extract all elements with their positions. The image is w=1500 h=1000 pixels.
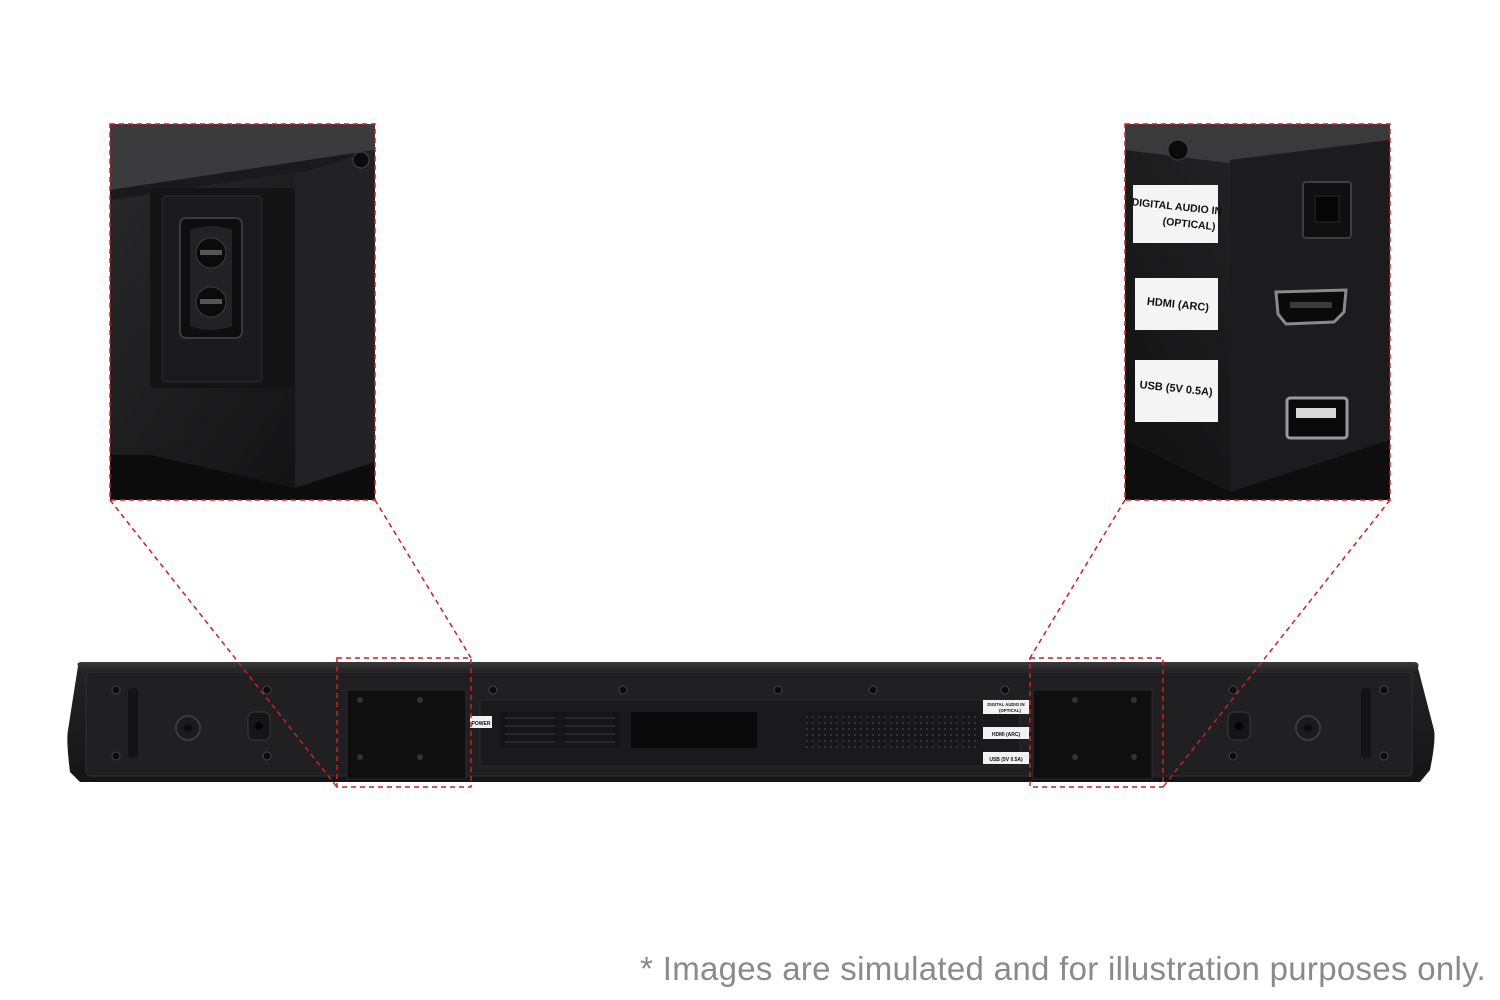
bar-power-label: POWER — [470, 716, 492, 728]
keyhole-icon — [1227, 711, 1251, 741]
hdmi-port-icon — [1274, 288, 1348, 326]
svg-text:(OPTICAL): (OPTICAL) — [1162, 216, 1216, 233]
screw-icons — [111, 685, 1389, 761]
disclaimer-text: * Images are simulated and for illustrat… — [640, 950, 1486, 987]
power-socket-icon — [179, 217, 243, 339]
usb-port-icon — [1285, 396, 1349, 440]
svg-text:POWER: POWER — [472, 721, 491, 727]
optical-port-icon — [1302, 181, 1352, 239]
bar-usb-label: USB (5V 0.5A) — [983, 752, 1029, 764]
screw-icon — [1167, 139, 1189, 161]
svg-text:HDMI (ARC): HDMI (ARC) — [992, 732, 1021, 738]
bar-digital-audio-label: DIGITAL AUDIO IN (OPTICAL) — [983, 700, 1029, 714]
callout-guides — [109, 499, 1391, 788]
right-zoom-panel: DIGITAL AUDIO IN (OPTICAL) HDMI (ARC) US… — [1124, 123, 1391, 501]
usb-label: USB (5V 0.5A) — [1135, 360, 1218, 422]
keyhole-icon — [247, 711, 271, 741]
vent-grille — [806, 712, 980, 748]
svg-text:USB (5V 0.5A): USB (5V 0.5A) — [989, 757, 1023, 763]
screw-icon — [352, 151, 370, 169]
svg-text:DIGITAL AUDIO IN: DIGITAL AUDIO IN — [987, 702, 1024, 707]
svg-text:(OPTICAL): (OPTICAL) — [999, 708, 1021, 713]
mount-hole-icon — [175, 715, 201, 741]
digital-audio-label: DIGITAL AUDIO IN (OPTICAL) — [1131, 185, 1223, 243]
hdmi-label: HDMI (ARC) — [1135, 278, 1218, 330]
left-zoom-panel: POWER — [109, 123, 376, 501]
right-callout-frame — [1124, 123, 1391, 501]
left-callout-frame — [109, 123, 376, 501]
bar-hdmi-label: HDMI (ARC) — [983, 727, 1029, 739]
soundbar-body: POWER DIGITAL AUDIO IN (OPTICAL) HDMI (A… — [67, 662, 1435, 782]
mount-hole-icon — [1295, 715, 1321, 741]
